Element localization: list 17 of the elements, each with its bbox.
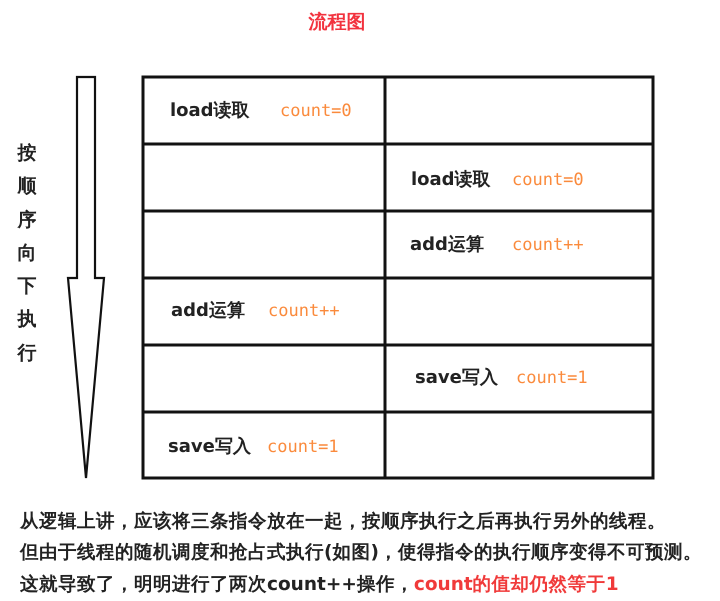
note-text: 从逻辑上讲，应该将三条指令放在一起，按顺序执行之后再执行另外的线程。	[20, 510, 666, 534]
count-value: count=0	[280, 100, 352, 122]
side-caption: 按顺序向下执行	[17, 141, 37, 366]
instruction-text: load读取	[411, 169, 491, 191]
count-value: count=1	[516, 367, 588, 389]
count-value: count++	[268, 300, 340, 322]
note-text: 这就导致了，明明进行了两次count++操作，count的值却仍然等于1	[20, 573, 619, 597]
instruction-text: add运算	[410, 234, 484, 256]
count-value: count++	[512, 234, 584, 256]
instruction-text: add运算	[171, 300, 245, 322]
instruction-text: load读取	[170, 100, 250, 122]
count-value: count=1	[267, 436, 339, 458]
note-text: 但由于线程的随机调度和抢占式执行(如图)，使得指令的执行顺序变得不可预测。	[20, 541, 702, 565]
title: 流程图	[308, 11, 366, 33]
instruction-text: save写入	[168, 436, 251, 458]
count-value: count=0	[512, 169, 584, 191]
instruction-text: save写入	[415, 367, 498, 389]
